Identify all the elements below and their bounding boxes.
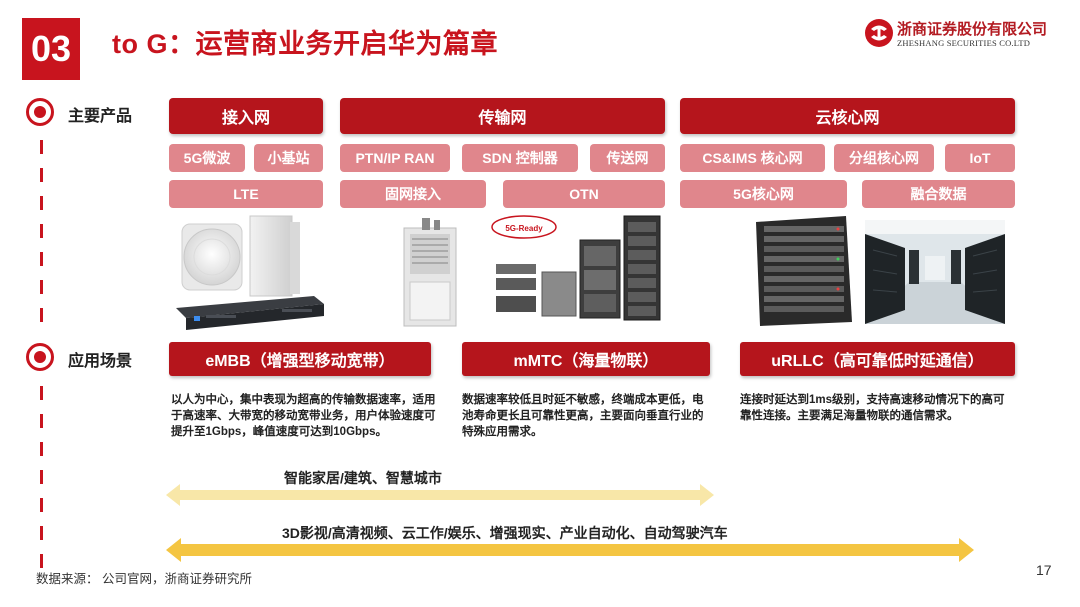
section-bullet-icon [26,98,54,126]
product-chip: SDN 控制器 [462,144,578,172]
otn-equipment-image: 5G-Ready [491,215,661,321]
divider [40,168,43,182]
divider [40,386,43,400]
page-number: 17 [1036,562,1052,578]
product-chip: IoT [945,144,1015,172]
product-chip: CS&IMS 核心网 [680,144,825,172]
logo-english-name: ZHESHANG SECURITIES CO.LTD [897,38,1031,48]
product-chip: 小基站 [254,144,323,172]
divider [40,442,43,456]
data-center-image [865,220,1005,324]
zheshang-logo-icon [865,19,893,47]
server-rack-image [756,216,852,326]
product-chip: PTN/IP RAN [340,144,450,172]
divider [40,526,43,540]
access-equipment-image [176,215,324,330]
divider [40,498,43,512]
arrow-label-smart-city: 智能家居/建筑、智慧城市 [284,470,442,486]
double-arrow-icon [166,538,974,562]
column-header-cloud-core: 云核心网 [680,98,1015,134]
divider [40,414,43,428]
column-header-transport: 传输网 [340,98,665,134]
5g-ready-badge: 5G-Ready [505,224,543,233]
product-chip: OTN [503,180,665,208]
divider [40,308,43,322]
divider [40,224,43,238]
scenario-description-embb: 以人为中心，集中表现为超高的传输数据速率，适用于高速率、大带宽的移动宽带业务，用… [171,394,436,438]
scenario-header-embb: eMBB（增强型移动宽带） [169,342,431,376]
scenarios-label: 应用场景 [68,353,133,370]
product-chip: 5G微波 [169,144,245,172]
logo-chinese-name: 浙商证券股份有限公司 [897,21,1048,38]
divider [40,196,43,210]
section-number-badge: 03 [22,18,80,80]
scenario-header-mmtc: mMTC（海量物联） [462,342,710,376]
products-label: 主要产品 [68,108,133,125]
divider [40,280,43,294]
product-chip: 5G核心网 [680,180,847,208]
double-arrow-icon [166,484,714,506]
divider [40,470,43,484]
column-header-access: 接入网 [169,98,323,134]
scenario-description-mmtc: 数据速率较低且时延不敏感，终端成本更低，电池寿命更长且可靠性更高，主要面向垂直行… [462,394,704,438]
arrow-label-applications: 3D影视/高清视频、云工作/娱乐、增强现实、产业自动化、自动驾驶汽车 [282,525,728,541]
data-source-note: 数据来源： 公司官网，浙商证券研究所 [36,572,252,586]
company-logo: 浙商证券股份有限公司 ZHESHANG SECURITIES CO.LTD [864,16,1060,56]
transport-device-image [403,218,457,327]
scenario-description-urllc: 连接时延达到1ms级别，支持高速移动情况下的高可靠性连接。主要满足海量物联的通信… [740,394,1005,422]
page-title: to G：运营商业务开启华为篇章 [112,29,498,59]
section-bullet-icon [26,343,54,371]
product-chip: 融合数据 [862,180,1015,208]
product-chip: 分组核心网 [834,144,934,172]
product-chip: 固网接入 [340,180,486,208]
product-chip: LTE [169,180,323,208]
divider [40,554,43,568]
divider [40,140,43,154]
product-chip: 传送网 [590,144,665,172]
divider [40,252,43,266]
scenario-header-urllc: uRLLC（高可靠低时延通信） [740,342,1015,376]
